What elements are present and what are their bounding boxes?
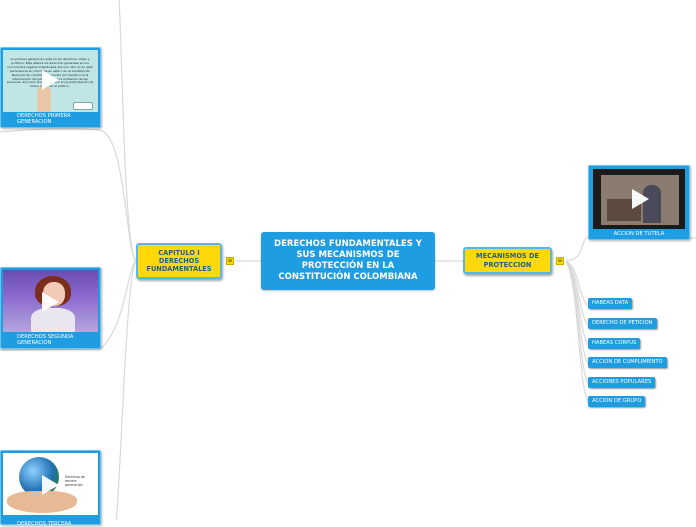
- main-topic-capitulo-i[interactable]: CAPITULO I DERECHOS FUNDAMENTALES: [136, 243, 222, 279]
- video-thumbnail[interactable]: Derechos de tercera generación: [3, 453, 98, 515]
- subtopic-accion-de-grupo[interactable]: ACCION DE GRUPO: [588, 396, 646, 407]
- main-topic-mecanismos[interactable]: MECANISMOS DE PROTECCION: [463, 247, 552, 274]
- card-accion-de-tutela[interactable]: ACCION DE TUTELA: [588, 165, 690, 240]
- card-derechos-segunda-generacion[interactable]: DERECHOS SEGUNDA GENERACION: [0, 267, 101, 349]
- subtopic-label: HABEAS DATA: [592, 300, 629, 306]
- video-thumbnail[interactable]: [3, 270, 98, 332]
- thumbnail-text: Derechos de tercera generación: [65, 475, 85, 487]
- subtopic-label: ACCIONES POPULARES: [592, 379, 652, 385]
- subtopic-label: ACCION DE GRUPO: [592, 398, 642, 404]
- main-topic-capitulo-i-label: CAPITULO I DERECHOS FUNDAMENTALES: [146, 248, 212, 274]
- subtopic-label: DERECHO DE PETICION: [592, 320, 653, 326]
- subtopic-label: ACCION DE CUMPLIMIENTO: [592, 359, 663, 365]
- play-icon[interactable]: [42, 475, 59, 495]
- subtopic-habeas-corpus[interactable]: HABEAS CORPUS: [588, 338, 641, 349]
- subtopic-habeas-data[interactable]: HABEAS DATA: [588, 298, 633, 309]
- card-caption: DERECHOS PRIMERA GENERACION: [17, 113, 71, 125]
- central-topic-label: DERECHOS FUNDAMENTALES Y SUS MECANISMOS …: [274, 239, 422, 282]
- card-caption: DERECHOS TERCERA: [17, 521, 72, 527]
- play-icon[interactable]: [42, 70, 59, 90]
- woman-body: [31, 308, 75, 332]
- subtopic-accion-de-cumplimiento[interactable]: ACCION DE CUMPLIMIENTO: [588, 357, 667, 368]
- note-icon[interactable]: ≡: [226, 257, 234, 265]
- play-icon[interactable]: [42, 292, 59, 312]
- card-caption: DERECHOS SEGUNDA GENERACION: [17, 334, 74, 346]
- note-icon[interactable]: ≡: [556, 257, 564, 265]
- subtopic-label: HABEAS CORPUS: [592, 340, 637, 346]
- video-thumbnail[interactable]: [593, 169, 685, 229]
- subtopic-acciones-populares[interactable]: ACCIONES POPULARES: [588, 377, 656, 388]
- hand-image: [37, 86, 51, 112]
- card-caption: ACCION DE TUTELA: [613, 231, 665, 237]
- hands-image: [7, 491, 77, 513]
- subtopic-derecho-de-peticion[interactable]: DERECHO DE PETICION: [588, 318, 657, 329]
- logo-badge: [73, 102, 93, 110]
- main-topic-mecanismos-label: MECANISMOS DE PROTECCION: [476, 252, 539, 269]
- video-thumbnail[interactable]: La primera generación está en los derech…: [3, 50, 98, 112]
- card-derechos-tercera[interactable]: Derechos de tercera generación DERECHOS …: [0, 450, 101, 527]
- play-icon[interactable]: [632, 189, 649, 209]
- central-topic[interactable]: DERECHOS FUNDAMENTALES Y SUS MECANISMOS …: [261, 232, 435, 290]
- card-derechos-primera-generacion[interactable]: La primera generación está en los derech…: [0, 47, 101, 128]
